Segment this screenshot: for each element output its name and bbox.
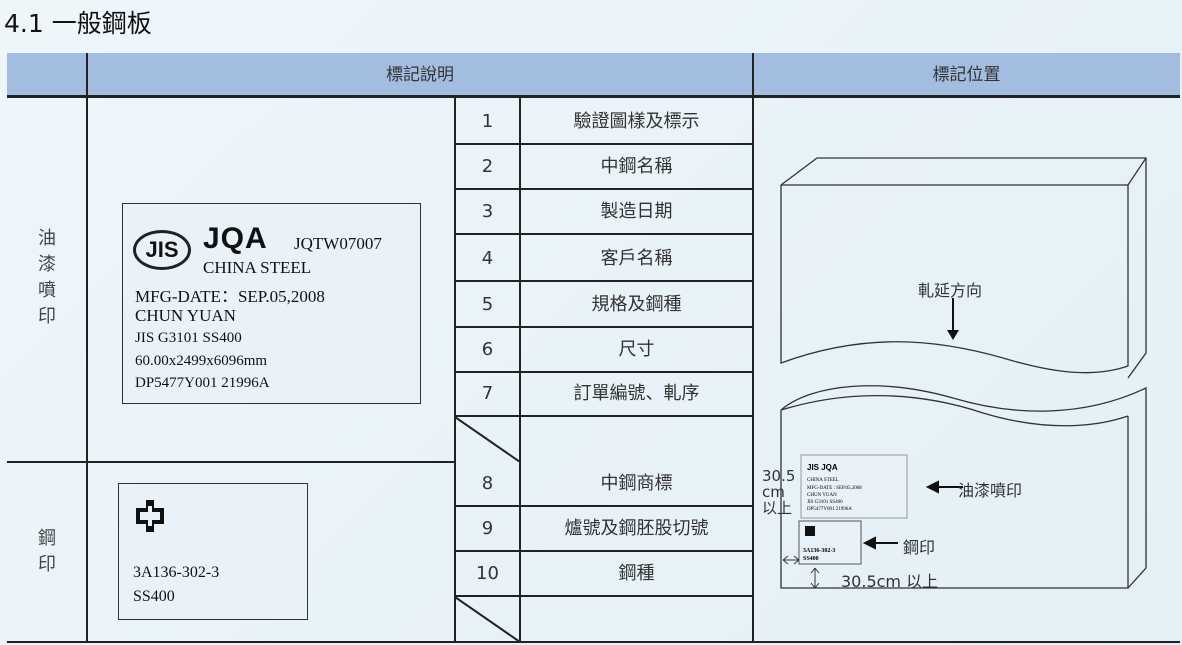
- divider: [454, 98, 456, 643]
- blank-row-slash: [455, 417, 520, 462]
- divider: [7, 461, 456, 463]
- row-divider: [455, 371, 753, 373]
- svg-text:3A136-302-3: 3A136-302-3: [803, 548, 835, 554]
- row-number: 6: [481, 339, 494, 360]
- row-number: 5: [481, 294, 494, 315]
- section-label-stamp: 鋼 印: [38, 528, 56, 575]
- order-number: DP5477Y001 21996A: [135, 375, 270, 391]
- row-description: 驗證圖樣及標示: [573, 111, 700, 132]
- row-description: 中鋼名稱: [600, 156, 673, 177]
- row-divider: [455, 415, 753, 417]
- svg-text:CHINA STEEL: CHINA STEEL: [807, 478, 839, 483]
- steel-grade: SS400: [133, 588, 175, 605]
- row-description: 客戶名稱: [600, 248, 673, 269]
- row-divider: [455, 505, 753, 507]
- bottom-distance-label: 30.5cm 以上: [841, 572, 939, 591]
- row-number: 9: [481, 518, 494, 539]
- cert-number: JQTW07007: [294, 234, 382, 253]
- page-title: 4.1 一般鋼板: [4, 9, 152, 38]
- row-number: 10: [476, 563, 499, 584]
- stamp-mark-pointer-label: 鋼印: [903, 538, 936, 557]
- svg-text:SS400: SS400: [803, 556, 819, 562]
- jis-logo: JIS: [133, 230, 191, 270]
- company-name: CHINA STEEL: [203, 258, 312, 277]
- row-number: 7: [481, 383, 494, 404]
- blank-row-slash: [455, 597, 520, 642]
- header-mark-description: 標記說明: [386, 65, 454, 85]
- stamp-mark-sample: 3A136-302-3 SS400: [118, 483, 308, 620]
- section-label-paint: 油 漆 噴 印: [38, 228, 56, 327]
- row-divider: [455, 595, 753, 597]
- svg-text:CHUN YUAN: CHUN YUAN: [807, 493, 837, 498]
- csc-logo-icon: [136, 500, 164, 532]
- divider: [86, 53, 88, 643]
- table-header: [7, 53, 1180, 98]
- row-description: 鋼種: [618, 563, 655, 584]
- row-description: 規格及鋼種: [591, 294, 682, 315]
- row-description: 爐號及鋼胚股切號: [564, 518, 709, 539]
- paint-mark-sample: JIS JQA JQTW07007 CHINA STEEL MFG-DATE：S…: [122, 203, 421, 404]
- divider: [752, 53, 754, 643]
- paint-mark-pointer-label: 油漆噴印: [958, 481, 1023, 500]
- row-number: 8: [481, 473, 494, 494]
- header-mark-position: 標記位置: [932, 65, 1001, 85]
- row-number: 3: [481, 201, 494, 222]
- row-divider: [455, 280, 753, 282]
- svg-text:JIS JQA: JIS JQA: [807, 463, 838, 472]
- jqa-logo: JQA: [203, 222, 268, 255]
- row-description: 製造日期: [600, 201, 673, 222]
- side-distance-label: 30.5 cm 以上: [762, 467, 796, 517]
- row-number: 4: [481, 248, 494, 269]
- row-description: 尺寸: [618, 339, 655, 360]
- row-divider: [455, 188, 753, 190]
- row-divider: [455, 233, 753, 235]
- size: 60.00x2499x6096mm: [135, 353, 268, 369]
- row-description: 中鋼商標: [600, 473, 673, 494]
- customer: CHUN YUAN: [135, 306, 236, 325]
- svg-text:DP5477Y001 21996A: DP5477Y001 21996A: [807, 507, 852, 512]
- svg-text:MFG-DATE : SEP.05,2008: MFG-DATE : SEP.05,2008: [807, 486, 862, 491]
- divider: [519, 98, 521, 643]
- row-divider: [455, 326, 753, 328]
- row-divider: [455, 143, 753, 145]
- row-description: 訂單編號、軋序: [573, 383, 700, 404]
- heat-number: 3A136-302-3: [133, 564, 220, 581]
- plate-diagram: JIS JQA CHINA STEEL MFG-DATE : SEP.05,20…: [780, 157, 1147, 589]
- row-divider: [455, 550, 753, 552]
- row-number: 2: [481, 156, 494, 177]
- row-number: 1: [481, 111, 494, 132]
- divider: [7, 641, 1180, 643]
- rolling-direction-label: 軋延方向: [918, 281, 983, 300]
- spec: JIS G3101 SS400: [135, 330, 242, 346]
- mfg-date: MFG-DATE：SEP.05,2008: [135, 287, 325, 306]
- svg-text:JIS G3101 SS400: JIS G3101 SS400: [807, 500, 843, 505]
